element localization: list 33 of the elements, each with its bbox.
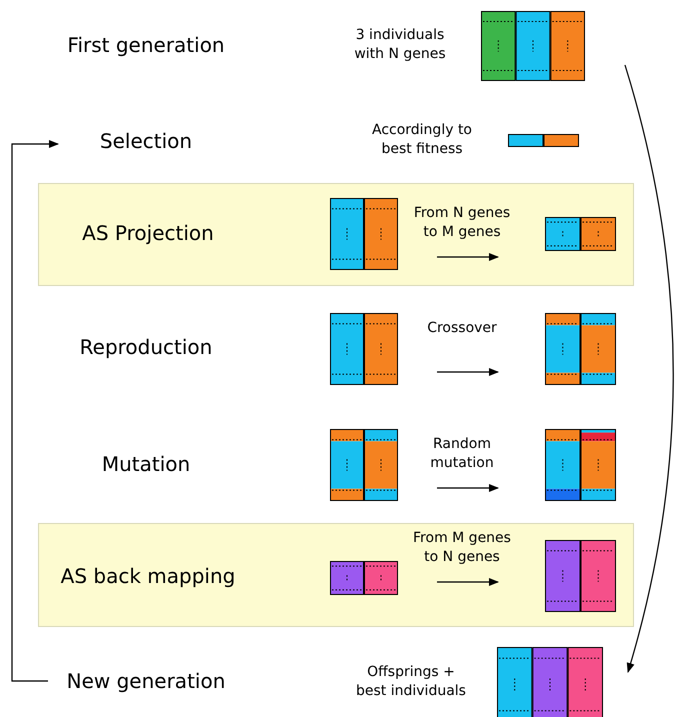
step-label: First generation — [67, 33, 225, 57]
step-label: AS Projection — [82, 221, 214, 245]
node-label: Offsprings + best individuals — [356, 663, 466, 701]
edge-label: From N genes to M genes — [412, 204, 512, 242]
step-band — [38, 523, 634, 627]
step-label: New generation — [66, 669, 226, 693]
node-label: 3 individuals with N genes — [353, 26, 447, 64]
arrow — [437, 253, 499, 261]
gene-matrix-drawing — [330, 313, 398, 385]
gene-matrix-drawing — [545, 217, 616, 251]
step-label: AS back mapping — [60, 564, 236, 588]
gene-matrix-drawing — [330, 561, 398, 595]
step-label: Reproduction — [80, 335, 212, 359]
gene-bar-drawing — [508, 134, 579, 147]
arrow — [437, 368, 499, 376]
gene-matrix-drawing — [330, 198, 398, 270]
gene-matrix-drawing — [330, 429, 398, 501]
edge-label: From M genes to N genes — [412, 529, 512, 567]
arrow — [437, 578, 499, 586]
edge-label: Crossover — [426, 319, 498, 338]
step-band — [38, 183, 634, 286]
arrow — [11, 140, 59, 682]
arrow — [437, 484, 499, 492]
gene-matrix-drawing — [481, 11, 585, 81]
arrow — [624, 64, 674, 673]
gene-matrix-drawing — [497, 647, 603, 717]
node-label: Accordingly to best fitness — [370, 121, 474, 159]
gene-matrix-drawing — [545, 540, 616, 612]
gene-matrix-drawing — [545, 429, 616, 501]
gene-matrix-drawing — [545, 313, 616, 385]
step-label: Selection — [100, 129, 192, 153]
step-label: Mutation — [102, 452, 190, 476]
edge-label: Random mutation — [429, 435, 495, 473]
